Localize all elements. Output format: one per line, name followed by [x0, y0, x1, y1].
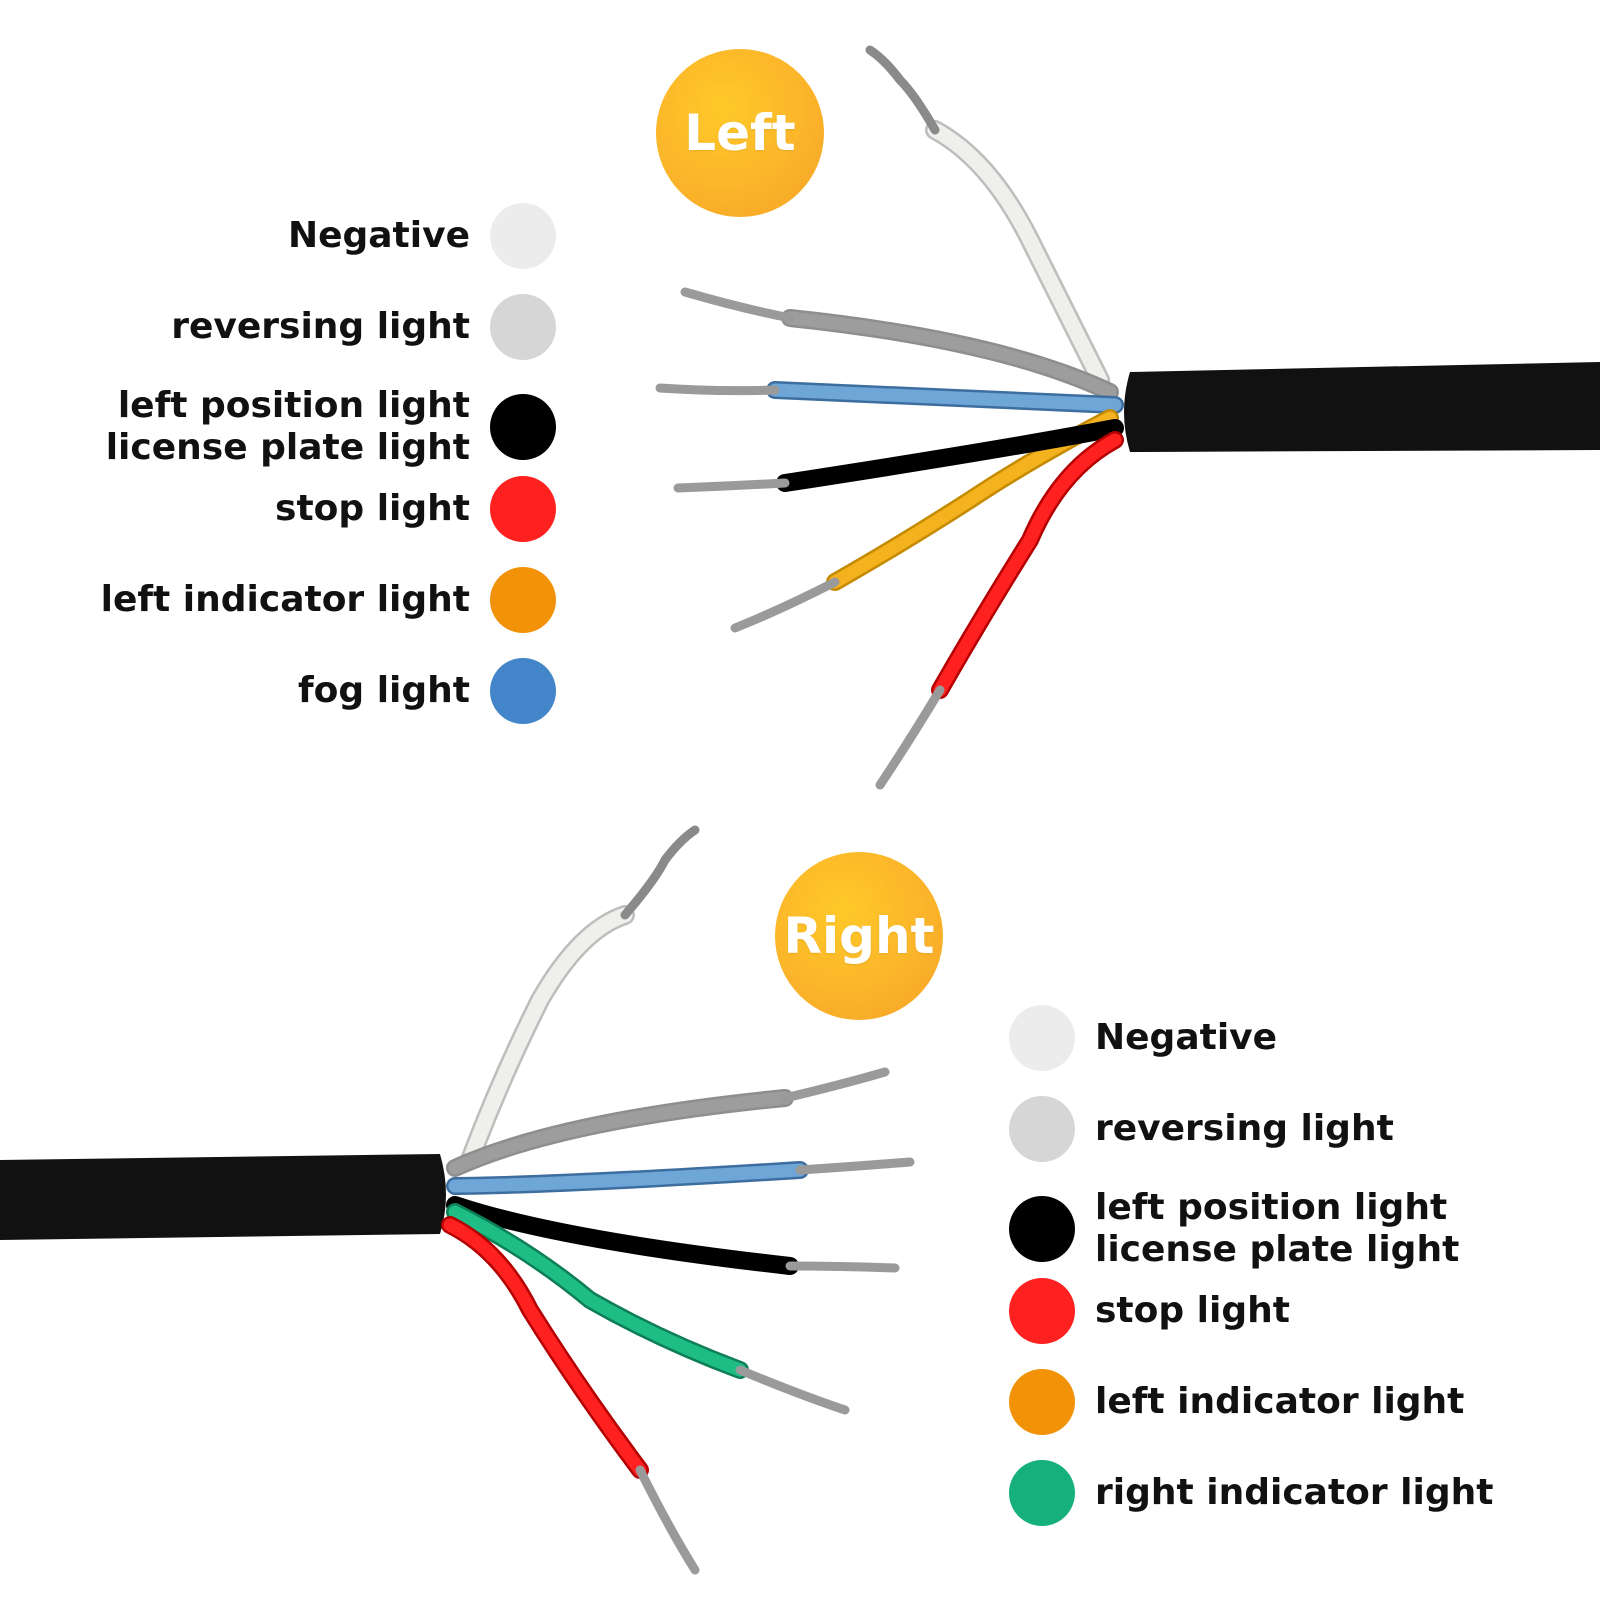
- left-legend-item-fog: fog light: [298, 658, 556, 724]
- right-cable-assembly: [0, 825, 915, 1575]
- left-wire-blue: [655, 381, 1124, 414]
- right-legend: Negative reversing light left position l…: [1009, 0, 1589, 1600]
- left-legend: Negative reversing light left position l…: [0, 0, 556, 760]
- color-swatch-red: [1009, 1278, 1075, 1344]
- right-wire-blue: [446, 1157, 915, 1195]
- left-wire-black: [673, 419, 1124, 493]
- left-badge: Left: [656, 49, 824, 217]
- color-swatch-grey: [490, 294, 556, 360]
- color-swatch-blue: [490, 658, 556, 724]
- legend-label: fog light: [298, 670, 470, 711]
- color-swatch-black: [1009, 1196, 1075, 1262]
- right-legend-item-left-indicator: left indicator light: [1009, 1369, 1464, 1435]
- right-legend-item-reversing: reversing light: [1009, 1096, 1394, 1162]
- color-swatch-grey: [1009, 1096, 1075, 1162]
- right-wire-green: [446, 1203, 850, 1415]
- legend-label-line1: left position light: [1095, 1187, 1448, 1228]
- color-swatch-green: [1009, 1460, 1075, 1526]
- left-legend-item-stop: stop light: [275, 476, 556, 542]
- legend-label: reversing light: [171, 306, 470, 347]
- right-wire-black: [446, 1196, 900, 1275]
- legend-label: stop light: [1095, 1290, 1290, 1331]
- right-wire-grey: [446, 1067, 890, 1177]
- left-wire-grey: [680, 287, 1119, 401]
- right-wire-red: [441, 1216, 700, 1575]
- legend-label: Negative: [287, 215, 470, 256]
- color-swatch-orange: [490, 567, 556, 633]
- left-legend-item-negative: Negative: [288, 203, 556, 269]
- color-swatch-white: [1009, 1005, 1075, 1071]
- legend-label: Negative: [1095, 1017, 1278, 1058]
- legend-label: left indicator light: [1095, 1381, 1465, 1422]
- legend-label: right indicator light: [1095, 1472, 1494, 1513]
- right-wire-white: [460, 825, 700, 1170]
- legend-label-line2: license plate light: [1095, 1229, 1460, 1270]
- color-swatch-orange: [1009, 1369, 1075, 1435]
- legend-label: left indicator light: [100, 579, 470, 620]
- left-cable-assembly: [655, 45, 1600, 790]
- right-legend-item-negative: Negative: [1009, 1005, 1277, 1071]
- legend-label-line1: left position light: [117, 385, 470, 426]
- left-wire-red: [875, 431, 1124, 790]
- legend-label: left position light license plate light: [106, 385, 470, 469]
- legend-label: stop light: [275, 488, 470, 529]
- right-legend-item-stop: stop light: [1009, 1278, 1290, 1344]
- color-swatch-black: [490, 394, 556, 460]
- legend-label: reversing light: [1095, 1108, 1394, 1149]
- color-swatch-white: [490, 203, 556, 269]
- right-legend-item-right-indicator: right indicator light: [1009, 1460, 1493, 1526]
- legend-label-line2: license plate light: [105, 427, 470, 468]
- left-legend-item-reversing: reversing light: [171, 294, 556, 360]
- color-swatch-red: [490, 476, 556, 542]
- left-legend-item-left-indicator: left indicator light: [101, 567, 556, 633]
- legend-label: left position light license plate light: [1095, 1187, 1459, 1271]
- right-cable-jacket: [0, 1154, 446, 1240]
- right-badge: Right: [775, 852, 943, 1020]
- left-cable-jacket: [1124, 362, 1600, 452]
- left-legend-item-position: left position light license plate light: [106, 385, 556, 469]
- right-legend-item-position: left position light license plate light: [1009, 1187, 1459, 1271]
- left-wire-white: [865, 45, 1110, 390]
